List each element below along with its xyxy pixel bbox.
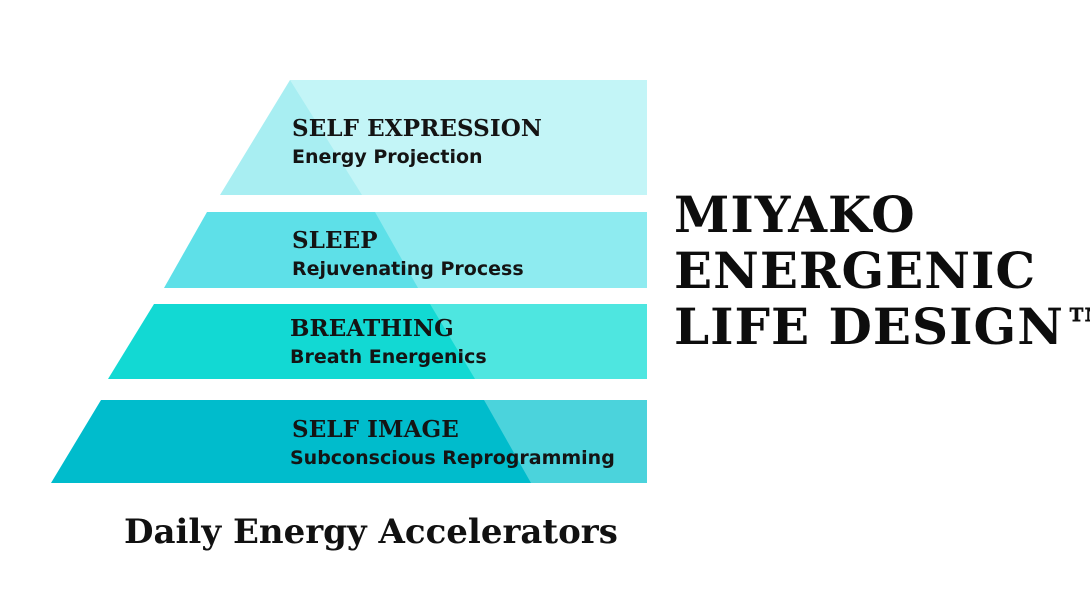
tier-sleep-subtitle: Rejuvenating Process (292, 258, 524, 280)
diagram-caption: Daily Energy Accelerators (124, 512, 618, 552)
brand-line-1: MIYAKO (674, 185, 916, 244)
brand-title: MIYAKO ENERGENIC LIFE DESIGN™ (674, 185, 1090, 356)
tier-sleep-title: SLEEP (292, 227, 378, 254)
tier-self-image-subtitle: Subconscious Reprogramming (290, 447, 615, 469)
tier-self-expression-overlay (290, 80, 647, 195)
tier-self-expression-subtitle: Energy Projection (292, 146, 483, 168)
tier-self-expression-title: SELF EXPRESSION (292, 115, 542, 142)
tier-self-image-title: SELF IMAGE (292, 416, 459, 443)
tier-self-image-overlay (484, 400, 647, 483)
tier-breathing-overlay (430, 304, 647, 379)
pyramid: SELF EXPRESSION Energy Projection SLEEP … (51, 80, 647, 483)
tier-self-image: SELF IMAGE Subconscious Reprogramming (51, 400, 647, 483)
tier-breathing: BREATHING Breath Energenics (108, 304, 647, 379)
tier-breathing-subtitle: Breath Energenics (290, 346, 487, 368)
brand-line-2: ENERGENIC (674, 241, 1036, 300)
tier-self-expression: SELF EXPRESSION Energy Projection (220, 80, 647, 195)
tier-sleep: SLEEP Rejuvenating Process (164, 212, 647, 288)
tier-breathing-title: BREATHING (290, 315, 454, 342)
brand-line-3: LIFE DESIGN™ (674, 297, 1090, 356)
tier-sleep-overlay (375, 212, 647, 288)
